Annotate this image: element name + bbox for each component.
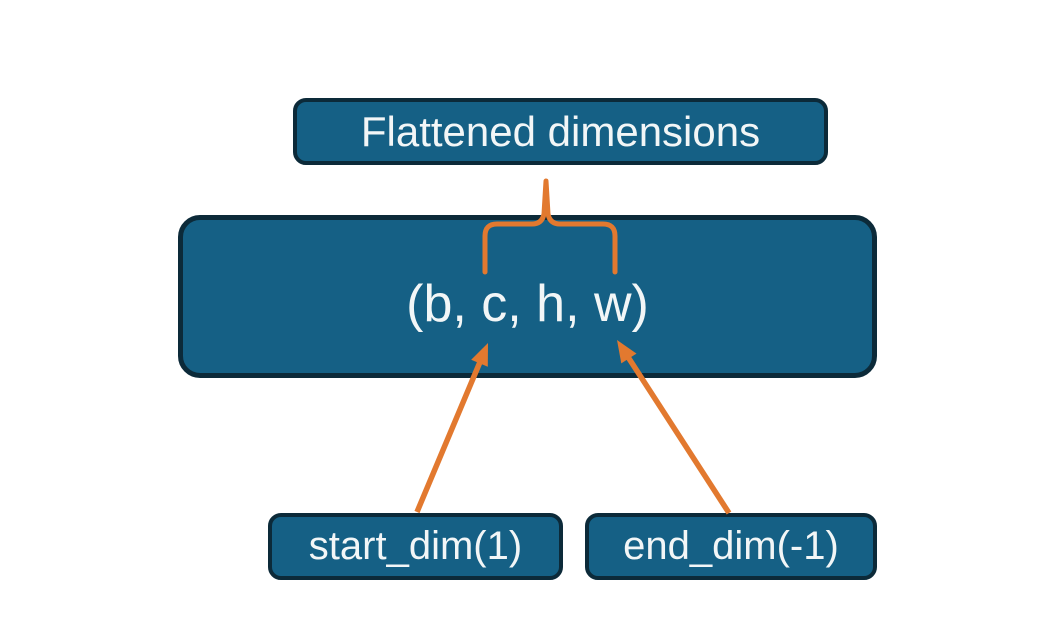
end-dim-box: end_dim(-1) [585,513,877,580]
flattened-dimensions-label: Flattened dimensions [360,107,761,155]
start-dim-label: start_dim(1) [308,524,523,568]
end-dim-label: end_dim(-1) [623,524,839,568]
flattened-dimensions-box: Flattened dimensions [293,98,828,165]
tensor-shape-box: (b, c, h, w) [178,215,877,378]
tensor-shape-label: (b, c, h, w) [406,274,649,333]
start-dim-box: start_dim(1) [268,513,563,580]
